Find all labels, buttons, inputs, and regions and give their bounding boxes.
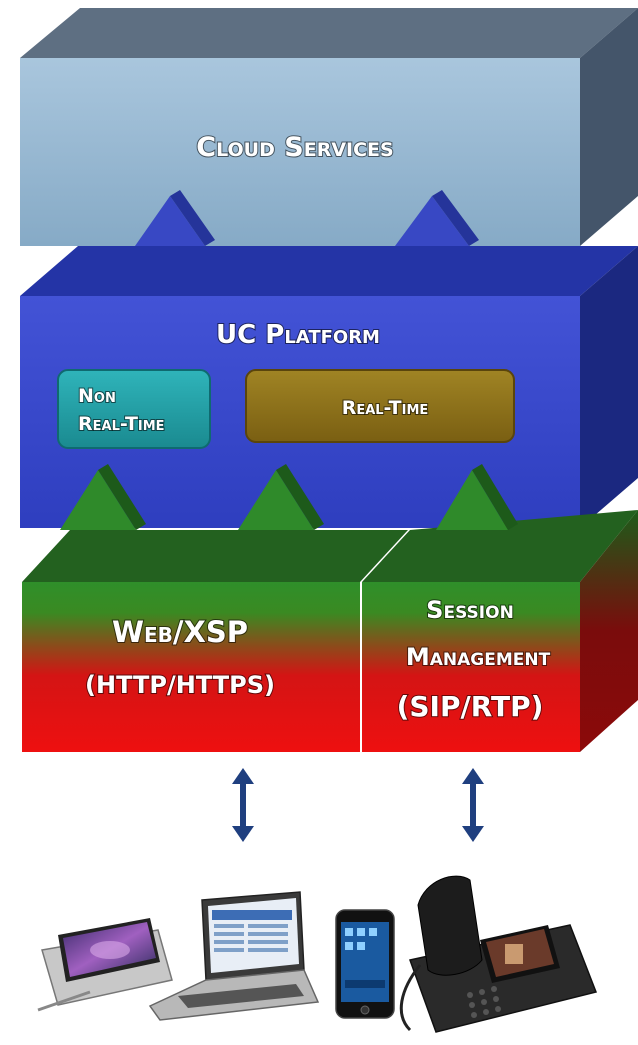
non-real-time-line2: Real-Time bbox=[78, 413, 165, 435]
real-time-label: Real-Time bbox=[342, 397, 429, 419]
laptop-icon bbox=[148, 891, 320, 1021]
uc-platform-label: UC Platform bbox=[216, 320, 380, 350]
session-line2: Management bbox=[406, 643, 551, 671]
cloud-services-layer: Cloud Services bbox=[20, 8, 638, 246]
desk-phone-icon bbox=[399, 875, 598, 1033]
tablet-icon bbox=[37, 918, 173, 1012]
platform-up-arrow-right bbox=[395, 196, 469, 246]
web-xsp-block: Web/XSP (HTTP/HTTPS) bbox=[22, 464, 408, 752]
cloud-services-label: Cloud Services bbox=[196, 132, 393, 163]
web-up-arrow-left bbox=[60, 470, 136, 530]
real-time-box: Real-Time bbox=[245, 369, 515, 443]
bidirectional-arrow-left bbox=[232, 768, 254, 842]
bidirectional-arrow-right bbox=[462, 768, 484, 842]
platform-up-arrow-left bbox=[135, 196, 205, 246]
session-up-arrow bbox=[436, 470, 508, 530]
web-up-arrow-right bbox=[238, 470, 314, 530]
web-xsp-label: Web/XSP bbox=[112, 615, 248, 649]
session-management-block: Session Management (SIP/RTP) bbox=[362, 464, 638, 752]
non-real-time-box: Non Real-Time bbox=[57, 369, 211, 449]
web-protocol-label: (HTTP/HTTPS) bbox=[85, 671, 275, 699]
session-line3: (SIP/RTP) bbox=[397, 690, 544, 723]
session-line1: Session bbox=[426, 596, 514, 624]
smartphone-icon bbox=[335, 909, 395, 1019]
non-real-time-line1: Non bbox=[78, 385, 116, 407]
uc-platform-layer: UC Platform Non Real-Time Real-Time bbox=[20, 190, 638, 528]
